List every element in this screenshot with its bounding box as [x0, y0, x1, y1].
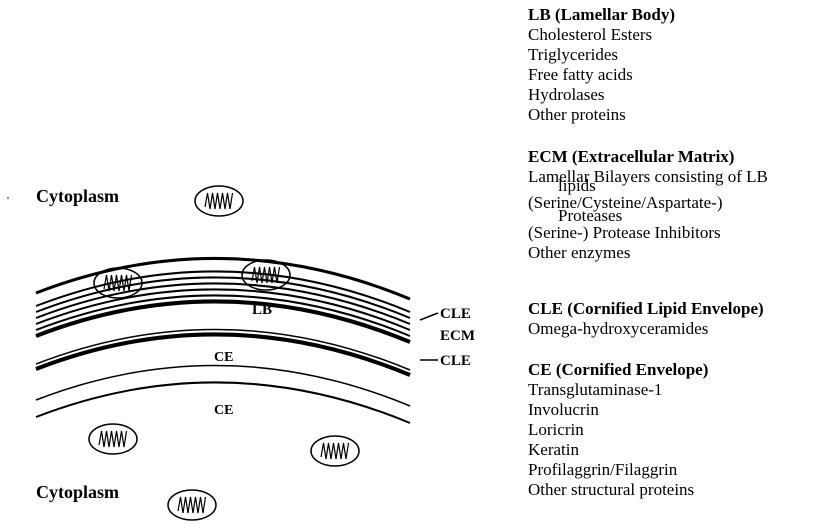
legend-lb-item: Cholesterol Esters — [528, 25, 653, 44]
legend-ecm-item-continuation: Proteases — [558, 206, 623, 225]
ce-thin-line — [35, 328, 411, 371]
legend-lb-heading: LB (Lamellar Body) — [528, 5, 676, 24]
legend-ecm-item: Lamellar Bilayers consisting of LB — [528, 167, 768, 186]
ce-inner-label: CE — [214, 350, 233, 365]
stray-dot — [7, 197, 9, 199]
legend-lb-item: Free fatty acids — [528, 65, 633, 84]
cytoplasm-label-bottom: Cytoplasm — [36, 482, 119, 502]
legend-ce: CE (Cornified Envelope) Transglutaminase… — [528, 360, 708, 500]
legend-lb-item: Other proteins — [528, 105, 626, 124]
cle-bottom-label: CLE — [440, 353, 471, 369]
lamellar-body — [167, 489, 217, 521]
ecm-lamella-line — [35, 270, 411, 313]
legend-ce-item: Involucrin — [528, 400, 599, 419]
legend-ce-item: Keratin — [528, 440, 579, 459]
cytoplasm-label-top: Cytoplasm — [36, 186, 119, 206]
legend-ecm-item-continuation: lipids — [558, 176, 596, 195]
legend-cle: CLE (Cornified Lipid Envelope) Omega-hyd… — [528, 299, 764, 339]
legend-ce-item: Profilaggrin/Filaggrin — [528, 460, 678, 479]
ecm-lamella-line — [35, 276, 411, 319]
ce-lower-thick-line — [35, 332, 411, 377]
legend-lb-item: Hydrolases — [528, 85, 605, 104]
legend-lb-item: Triglycerides — [528, 45, 619, 64]
ecm-lamella-line — [35, 294, 411, 337]
ce-thick-line — [35, 299, 411, 344]
ecm-label: ECM — [440, 328, 475, 344]
cle-top-pointer — [419, 312, 439, 321]
legend-cle-heading: CLE (Cornified Lipid Envelope) — [528, 299, 764, 318]
envelope-layers — [35, 257, 411, 424]
legend-ecm-heading: ECM (Extracellular Matrix) — [528, 147, 735, 166]
ecm-lamella-line — [35, 288, 411, 331]
lamellar-body — [88, 423, 138, 455]
cle-top-label: CLE — [440, 306, 471, 322]
ce-outer-label: CE — [214, 403, 233, 418]
legend-ecm-item: (Serine/Cysteine/Aspartate-) — [528, 193, 723, 212]
legend-ce-item: Other structural proteins — [528, 480, 695, 499]
ce-lower-thin-line — [35, 364, 411, 407]
legend-ce-item: Loricrin — [528, 420, 584, 439]
ecm-lamella-line — [35, 282, 411, 325]
legend-ecm-item: (Serine-) Protease Inhibitors — [528, 223, 721, 242]
lamellar-body — [194, 185, 244, 217]
legend-ecm: ECM (Extracellular Matrix) Lamellar Bila… — [528, 147, 768, 263]
legend-ce-item: Transglutaminase-1 — [528, 380, 663, 399]
ce-lower-bottom-line — [35, 381, 411, 424]
cle-outer-line — [35, 257, 411, 301]
legend-ce-heading: CE (Cornified Envelope) — [528, 360, 709, 379]
lamellar-body — [310, 435, 360, 467]
legend-cle-item: Omega-hydroxyceramides — [528, 319, 709, 338]
legend-ecm-item: Other enzymes — [528, 243, 631, 262]
legend-lb: LB (Lamellar Body) Cholesterol Esters Tr… — [528, 5, 675, 125]
